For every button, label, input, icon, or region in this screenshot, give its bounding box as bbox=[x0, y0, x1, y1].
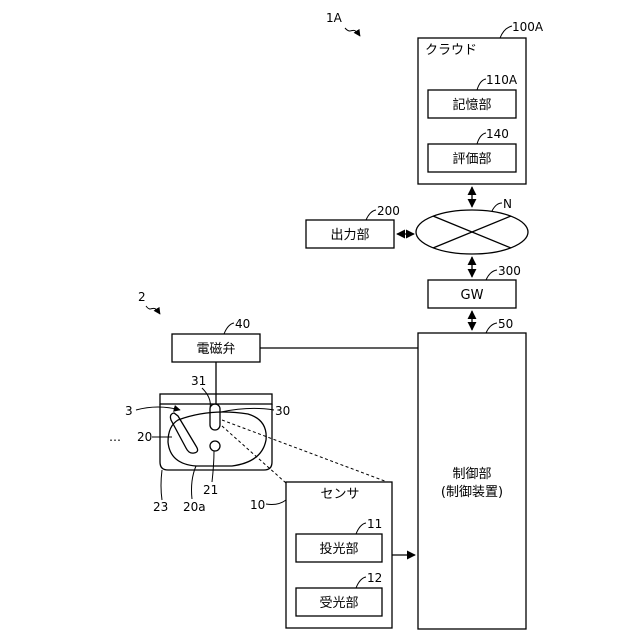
drain bbox=[210, 441, 220, 451]
sensor-label: センサ bbox=[320, 487, 359, 502]
ellipsis: … bbox=[109, 430, 121, 444]
ref-21: 21 bbox=[203, 483, 218, 497]
controller-label-line2: (制御装置) bbox=[441, 485, 503, 500]
leader-31 bbox=[202, 388, 210, 408]
ref-3: 3 bbox=[125, 404, 133, 418]
network-ref: N bbox=[503, 197, 512, 211]
evaluation-label: 評価部 bbox=[452, 152, 491, 167]
evaluation-ref: 140 bbox=[486, 127, 509, 141]
basin-bowl bbox=[168, 412, 266, 466]
gw-leader bbox=[486, 270, 497, 280]
emitter-label: 投光部 bbox=[319, 541, 358, 557]
system-ref: 1A bbox=[326, 11, 343, 25]
lever bbox=[170, 413, 197, 453]
valve-ref: 40 bbox=[235, 317, 250, 331]
ref-23: 23 bbox=[153, 500, 168, 514]
controller-leader bbox=[486, 323, 497, 333]
toilet-leader bbox=[146, 306, 160, 314]
ref-20a: 20a bbox=[183, 500, 206, 514]
faucet bbox=[210, 404, 220, 430]
controller-ref: 50 bbox=[498, 317, 513, 331]
cloud-label: クラウド bbox=[425, 43, 477, 58]
output-leader bbox=[366, 210, 376, 220]
sensor-ref: 10 bbox=[250, 498, 265, 512]
ref-31: 31 bbox=[191, 374, 206, 388]
leader-23 bbox=[161, 470, 162, 500]
leader-20a bbox=[192, 466, 197, 499]
system-leader bbox=[345, 28, 360, 36]
detection-line-bottom bbox=[222, 426, 286, 483]
network-leader bbox=[492, 203, 502, 211]
leader-3 bbox=[136, 407, 180, 410]
cloud-leader bbox=[500, 26, 512, 38]
gw-label: GW bbox=[461, 288, 484, 303]
detection-line-top bbox=[222, 420, 390, 483]
valve-label: 電磁弁 bbox=[196, 342, 235, 357]
output-ref: 200 bbox=[377, 204, 400, 218]
output-label: 出力部 bbox=[330, 228, 369, 243]
valve-leader bbox=[224, 323, 234, 334]
ref-20: 20 bbox=[137, 430, 152, 444]
toilet-ref: 2 bbox=[138, 290, 146, 304]
receiver-ref: 12 bbox=[367, 571, 382, 585]
sensor-leader bbox=[266, 500, 286, 505]
emitter-ref: 11 bbox=[367, 517, 382, 531]
storage-ref: 110A bbox=[486, 73, 518, 87]
storage-label: 記憶部 bbox=[452, 97, 491, 113]
gw-ref: 300 bbox=[498, 264, 521, 278]
ref-30: 30 bbox=[275, 404, 290, 418]
receiver-label: 受光部 bbox=[319, 596, 358, 611]
cloud-ref: 100A bbox=[512, 20, 544, 34]
controller-label-line1: 制御部 bbox=[452, 467, 491, 482]
